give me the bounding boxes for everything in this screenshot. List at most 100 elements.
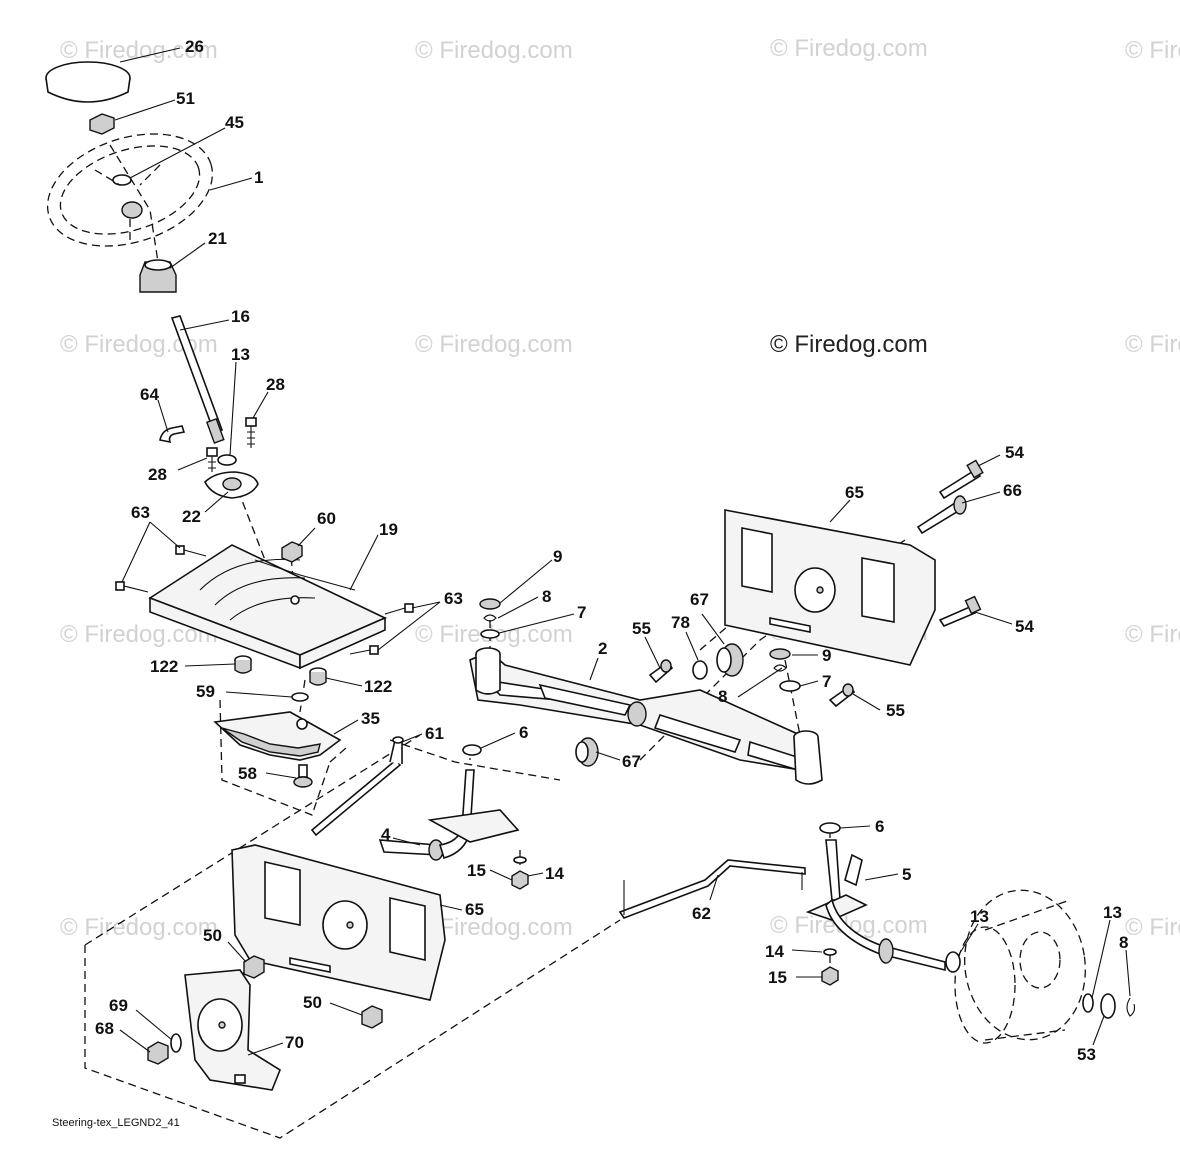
washer: [480, 629, 500, 639]
callout-13: 13: [1103, 903, 1122, 922]
steering-plate: [148, 544, 387, 670]
callout-26: 26: [185, 37, 204, 56]
steering-adapter: [139, 259, 177, 293]
watermark: © Firedog.com: [60, 37, 218, 64]
callout-122: 122: [150, 657, 178, 676]
callout-7: 7: [577, 603, 586, 622]
spacer: [648, 659, 674, 684]
e-ring: [1126, 997, 1136, 1017]
bolt: [175, 545, 207, 557]
right-frame-bracket: [724, 509, 936, 666]
watermark-main: © Firedog.com: [770, 331, 928, 358]
callout-67: 67: [622, 752, 641, 771]
callout-58: 58: [238, 764, 257, 783]
callout-78: 78: [671, 613, 690, 632]
washer: [1100, 993, 1116, 1019]
callout-53: 53: [1077, 1045, 1096, 1064]
callout-16: 16: [231, 307, 250, 326]
callout-55: 55: [886, 701, 905, 720]
callout-67: 67: [690, 590, 709, 609]
flange-nut: [361, 1005, 383, 1029]
callout-61: 61: [425, 724, 444, 743]
washer: [513, 856, 527, 864]
callout-22: 22: [182, 507, 201, 526]
leader-lines: [114, 47, 1131, 1056]
watermark: © Firedog.com: [1125, 331, 1180, 358]
washer: [170, 1033, 182, 1053]
callout-8: 8: [718, 687, 727, 706]
nut: [147, 1041, 169, 1065]
cap: [769, 648, 791, 660]
callout-69: 69: [109, 996, 128, 1015]
bushing: [234, 655, 252, 674]
callout-65: 65: [845, 483, 864, 502]
watermark: © Firedog.com: [415, 37, 573, 64]
callout-122: 122: [364, 677, 392, 696]
watermark: © Firedog.com: [1125, 914, 1180, 941]
footer-caption: Steering-tex_LEGND2_41: [52, 1117, 180, 1129]
left-spindle: [378, 769, 520, 861]
callout-50: 50: [303, 993, 322, 1012]
callout-15: 15: [768, 968, 787, 987]
right-spindle: [805, 839, 946, 972]
callout-68: 68: [95, 1019, 114, 1038]
nut: [89, 113, 115, 135]
clip: [159, 425, 186, 444]
pivot-bushing: [716, 643, 744, 677]
callout-5: 5: [902, 865, 911, 884]
callout-6: 6: [875, 817, 884, 836]
callout-45: 45: [225, 113, 244, 132]
front-wheel: [954, 889, 1086, 1044]
callout-8: 8: [1119, 933, 1128, 952]
watermark: © Firedog.com: [415, 331, 573, 358]
callout-51: 51: [176, 89, 195, 108]
callout-64: 64: [140, 385, 159, 404]
callout-15: 15: [467, 861, 486, 880]
callout-54: 54: [1015, 617, 1034, 636]
bolt: [115, 581, 149, 593]
washer: [692, 660, 708, 680]
washer: [1082, 993, 1094, 1013]
front-axle: [469, 647, 823, 785]
washer: [217, 454, 237, 466]
cap: [479, 598, 501, 610]
watermark: © Firedog.com: [60, 914, 218, 941]
callout-55: 55: [632, 619, 651, 638]
callout-28: 28: [148, 465, 167, 484]
bolt: [349, 645, 379, 655]
callout-21: 21: [208, 229, 227, 248]
bolt: [938, 595, 982, 627]
bushing: [309, 667, 327, 686]
callout-13: 13: [231, 345, 250, 364]
callout-14: 14: [545, 864, 564, 883]
callout-6: 6: [519, 723, 528, 742]
callout-labels: 26 51 45 1 21 16 13 64 28 28 22 63 60 19…: [95, 37, 1128, 1064]
steering-cap: [45, 61, 131, 103]
drag-link: [310, 736, 404, 837]
left-frame-bracket: [231, 844, 446, 1001]
washer: [819, 822, 841, 834]
callout-9: 9: [822, 646, 831, 665]
flange-nut: [243, 955, 265, 979]
callout-19: 19: [379, 520, 398, 539]
callout-1: 1: [254, 168, 263, 187]
pivot-bolt: [293, 764, 313, 788]
washer: [945, 951, 961, 973]
callout-4: 4: [381, 825, 391, 844]
watermark: © Firedog.com: [1125, 621, 1180, 648]
watermark: © Firedog.com: [770, 35, 928, 62]
washer: [779, 680, 801, 692]
watermark-layer: © Firedog.com © Firedog.com © Firedog.co…: [60, 35, 1180, 941]
pivot-bushing: [575, 737, 599, 767]
washer: [291, 692, 309, 702]
assembly-outline: [84, 734, 621, 1139]
cotter-pin: [773, 664, 787, 672]
tie-rod: [618, 859, 806, 919]
nut: [281, 541, 303, 563]
flange-bearing: [204, 471, 259, 499]
callout-70: 70: [285, 1033, 304, 1052]
cotter-pin: [483, 614, 497, 622]
bolt: [938, 459, 984, 500]
steering-shaft: [170, 315, 225, 444]
